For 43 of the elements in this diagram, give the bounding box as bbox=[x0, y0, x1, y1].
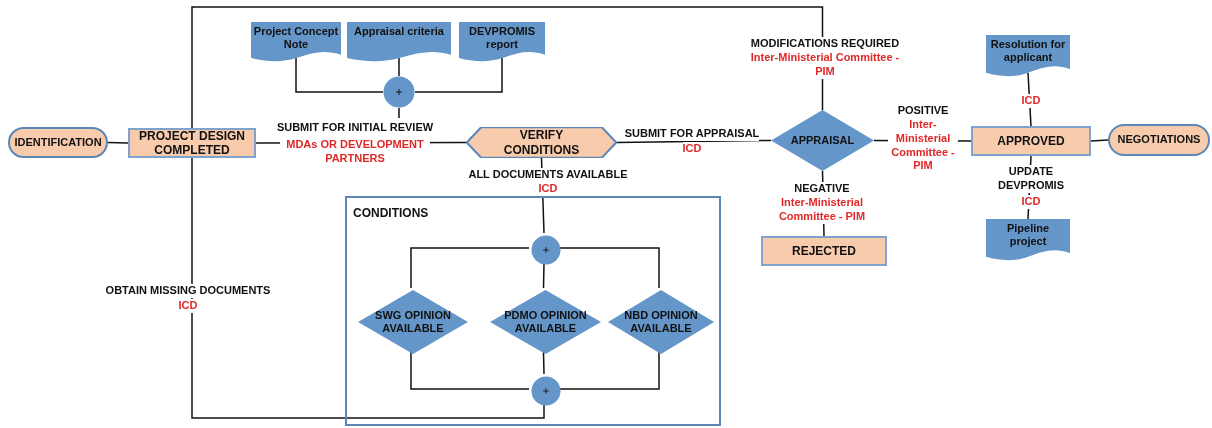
hexagon-box: VERIFY CONDITIONS bbox=[466, 127, 617, 158]
gateway-circle bbox=[383, 76, 415, 108]
role-label: ICD bbox=[538, 182, 558, 196]
connector-line bbox=[542, 351, 545, 375]
decision-diamond: SWG OPINION AVAILABLE bbox=[358, 290, 468, 354]
document-shape: Pipeline project bbox=[986, 219, 1070, 263]
connector-line bbox=[398, 107, 400, 119]
decision-diamond: NBD OPINION AVAILABLE bbox=[608, 290, 714, 354]
connector-line bbox=[542, 262, 545, 289]
connector-line bbox=[414, 57, 503, 93]
edge-label: OBTAIN MISSING DOCUMENTS bbox=[105, 284, 271, 298]
document-shape: Appraisal criteria bbox=[347, 22, 451, 64]
gateway-circle bbox=[531, 376, 561, 406]
gateway-circle bbox=[531, 235, 561, 265]
decision-diamond: PDMO OPINION AVAILABLE bbox=[490, 290, 601, 354]
process-box: APPROVED bbox=[971, 126, 1091, 156]
connector-line bbox=[191, 157, 545, 419]
role-label: ICD bbox=[1021, 94, 1041, 108]
connector-line bbox=[191, 6, 824, 129]
process-box: PROJECT DESIGN COMPLETED bbox=[128, 128, 256, 158]
role-label: ICD bbox=[1021, 195, 1041, 209]
edge-label: MODIFICATIONS REQUIRED bbox=[750, 37, 900, 51]
group-frame bbox=[345, 196, 721, 426]
connector-line bbox=[1090, 139, 1109, 142]
connector-line bbox=[616, 139, 772, 144]
connector-line bbox=[295, 57, 384, 93]
document-shape: Project Concept Note bbox=[251, 22, 341, 64]
terminal-pill: NEGOTIATIONS bbox=[1108, 124, 1210, 156]
connector-line bbox=[410, 351, 530, 390]
edge-label: NEGATIVE bbox=[794, 182, 850, 196]
connector-line bbox=[398, 57, 400, 77]
role-label: ICD bbox=[178, 299, 198, 313]
process-box: REJECTED bbox=[761, 236, 887, 266]
edge-label: SUBMIT FOR APPRAISAL bbox=[624, 127, 760, 141]
terminal-pill: IDENTIFICATION bbox=[8, 127, 108, 158]
connector-line bbox=[410, 247, 530, 289]
document-shape: Resolution for applicant bbox=[986, 35, 1070, 79]
group-heading: CONDITIONS bbox=[353, 205, 429, 222]
connector-line bbox=[107, 141, 129, 144]
role-label: Inter-Ministerial Committee -PIM bbox=[750, 51, 900, 79]
decision-diamond: APPRAISAL bbox=[771, 110, 874, 171]
edge-label: ALL DOCUMENTS AVAILABLE bbox=[468, 168, 628, 182]
document-shape: DEVPROMIS report bbox=[459, 22, 545, 64]
